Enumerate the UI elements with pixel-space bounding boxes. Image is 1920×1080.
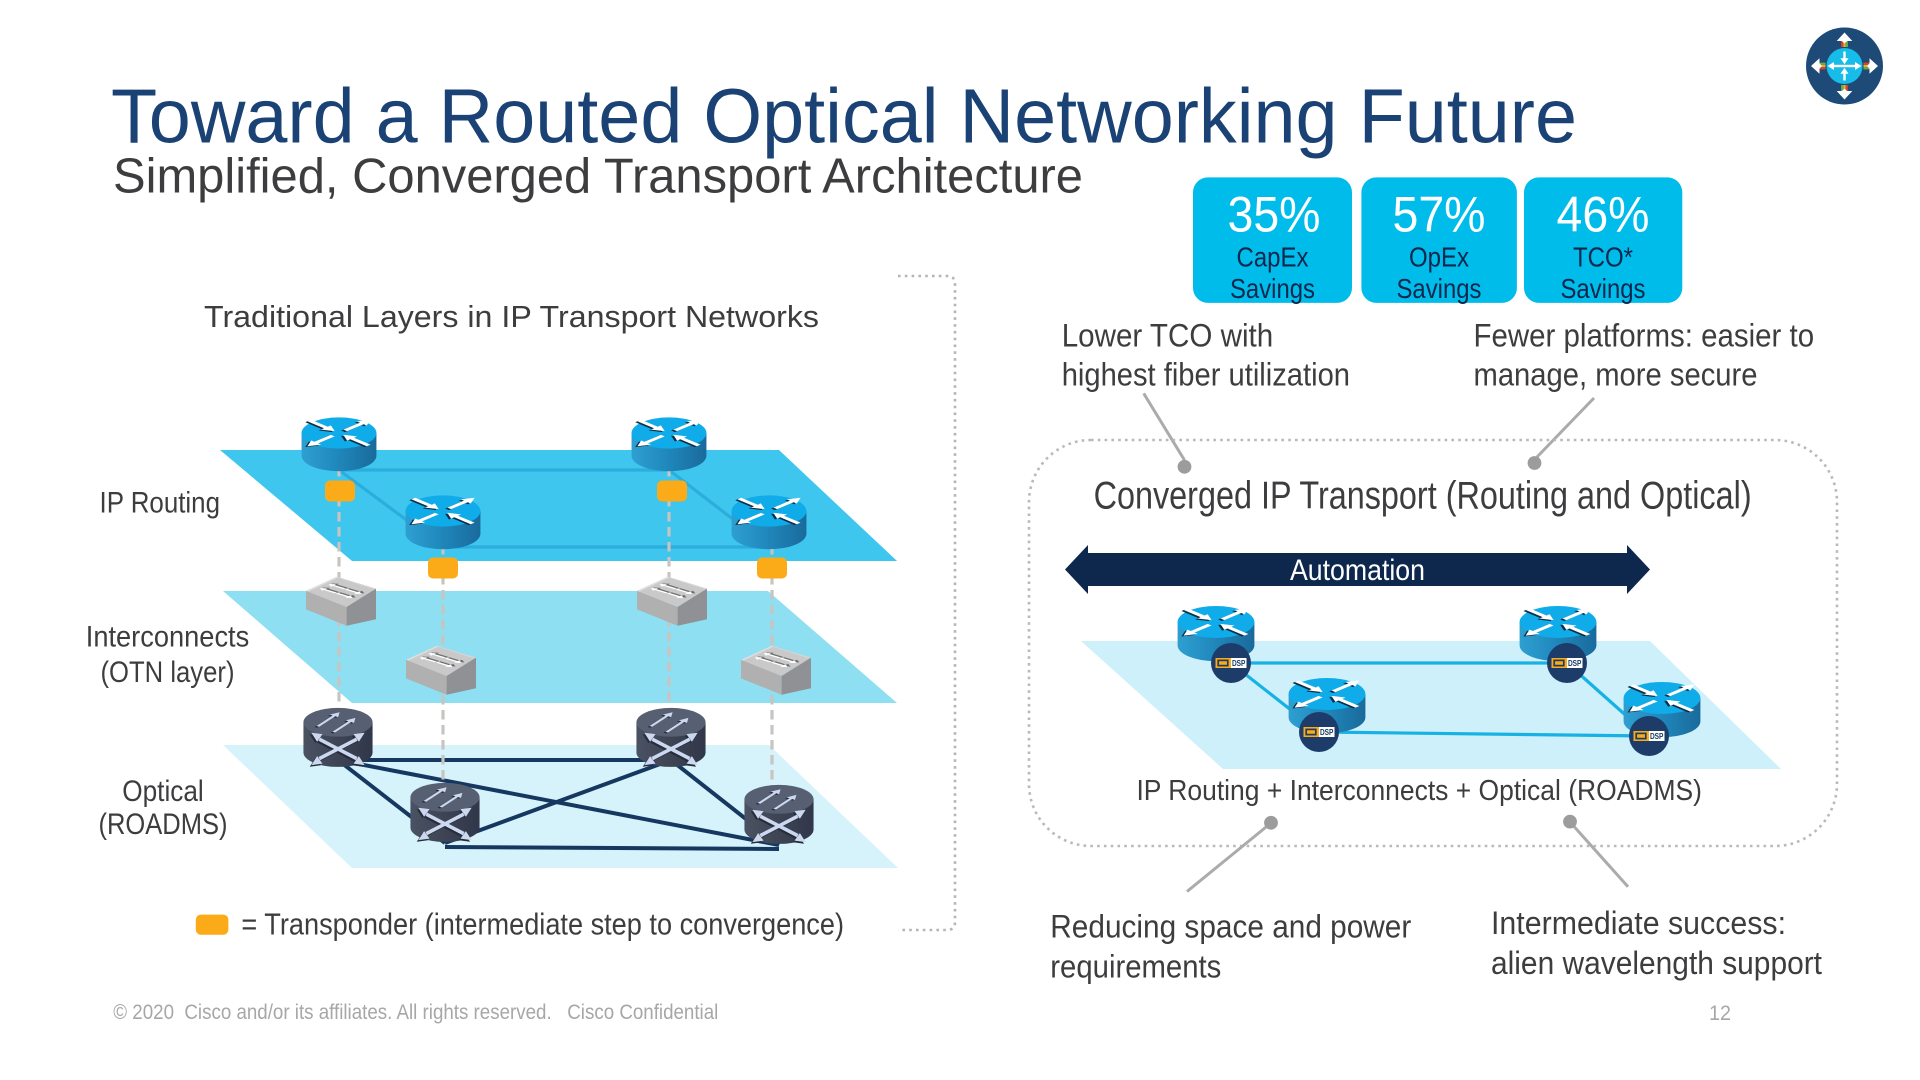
svg-text:Interconnects: Interconnects [86,621,250,654]
svg-text:manage, more secure: manage, more secure [1474,357,1758,393]
svg-text:highest fiber utilization: highest fiber utilization [1062,357,1350,393]
svg-text:Optical: Optical [122,775,204,808]
svg-text:(ROADMS): (ROADMS) [99,808,228,841]
svg-text:Simplified, Converged Transpor: Simplified, Converged Transport Architec… [113,150,1083,204]
svg-text:Savings: Savings [1230,273,1315,304]
svg-text:Intermediate success:: Intermediate success: [1491,905,1786,941]
svg-text:Traditional Layers in IP Trans: Traditional Layers in IP Transport Netwo… [204,299,819,334]
svg-text:Fewer platforms: easier to: Fewer platforms: easier to [1474,318,1815,354]
svg-text:TCO*: TCO* [1573,241,1633,272]
svg-text:Toward a Routed Optical Networ: Toward a Routed Optical Networking Futur… [111,74,1577,160]
svg-text:= Transponder (intermediate st: = Transponder (intermediate step to conv… [241,907,844,942]
svg-text:Savings: Savings [1561,273,1646,304]
svg-text:46%: 46% [1557,187,1650,243]
svg-text:alien wavelength support: alien wavelength support [1491,945,1822,981]
svg-text:12: 12 [1709,1002,1731,1025]
svg-text:OpEx: OpEx [1409,241,1469,272]
svg-text:IP Routing + Interconnects + O: IP Routing + Interconnects + Optical (RO… [1136,775,1702,807]
svg-text:Converged IP Transport (Routin: Converged IP Transport (Routing and Opti… [1094,474,1752,517]
svg-text:Automation: Automation [1290,554,1425,587]
svg-text:Lower TCO with: Lower TCO with [1062,318,1274,354]
svg-text:requirements: requirements [1050,949,1221,985]
svg-text:Reducing space and power: Reducing space and power [1050,908,1411,944]
svg-text:35%: 35% [1228,187,1321,243]
svg-text:Savings: Savings [1397,273,1482,304]
svg-text:© 2020 Cisco and/or its affil: © 2020 Cisco and/or its affiliates. All … [113,1001,718,1024]
svg-text:CapEx: CapEx [1237,241,1309,272]
svg-text:IP Routing: IP Routing [100,487,221,520]
svg-text:57%: 57% [1393,187,1486,243]
svg-text:(OTN layer): (OTN layer) [101,656,235,689]
